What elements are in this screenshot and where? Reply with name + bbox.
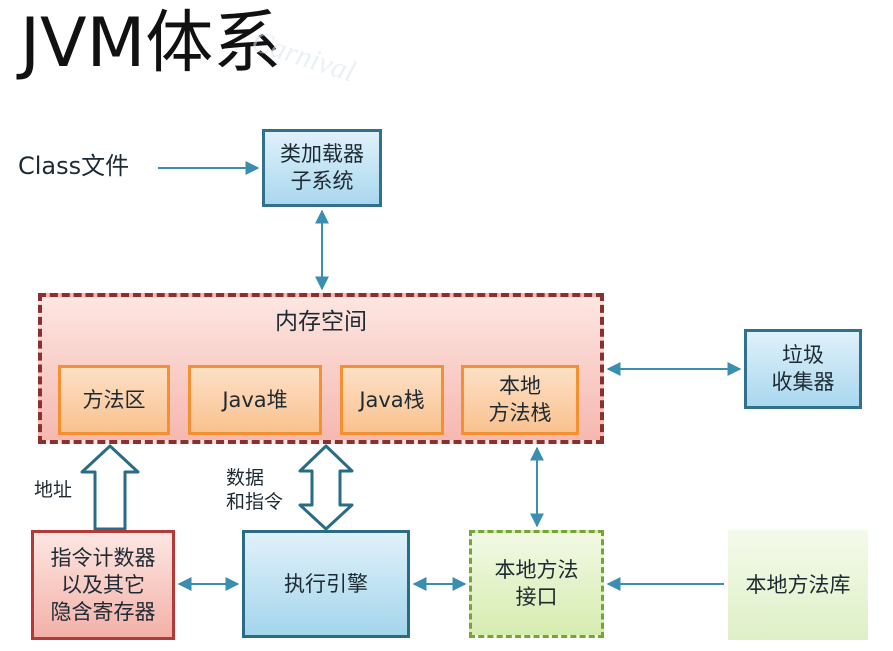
data-instructions-label: 数据 和指令: [226, 467, 284, 513]
native-method-stack-box: 本地 方法栈: [461, 365, 579, 435]
hollow-arrow-data-instructions: [298, 444, 354, 531]
java-stack-box: Java栈: [340, 365, 444, 435]
native-library-box: 本地方法库: [728, 530, 868, 640]
java-heap-label: Java堆: [222, 387, 288, 412]
native-interface-box: 本地方法 接口: [469, 530, 604, 638]
execution-engine-label: 执行引擎: [284, 571, 368, 596]
garbage-collector-box: 垃圾 收集器: [744, 329, 862, 409]
execution-engine-box: 执行引擎: [242, 530, 410, 638]
page-title: JVM体系: [20, 4, 282, 83]
class-file-label: Class文件: [18, 152, 130, 180]
method-area-box: 方法区: [58, 365, 170, 435]
class-loader-label: 类加载器 子系统: [280, 142, 364, 193]
hollow-arrow-address: [80, 444, 140, 531]
java-stack-label: Java栈: [359, 387, 425, 412]
class-loader-box: 类加载器 子系统: [262, 129, 382, 207]
native-interface-label: 本地方法 接口: [494, 558, 579, 609]
native-method-stack-label: 本地 方法栈: [488, 374, 552, 425]
memory-space-label: 内存空间: [275, 309, 367, 335]
native-library-label: 本地方法库: [745, 572, 851, 597]
method-area-label: 方法区: [82, 387, 146, 412]
garbage-collector-label: 垃圾 收集器: [771, 343, 835, 394]
java-heap-box: Java堆: [188, 365, 322, 435]
address-label: 地址: [34, 479, 73, 501]
program-counter-box: 指令计数器 以及其它 隐含寄存器: [31, 530, 175, 640]
program-counter-label: 指令计数器 以及其它 隐含寄存器: [50, 545, 156, 624]
